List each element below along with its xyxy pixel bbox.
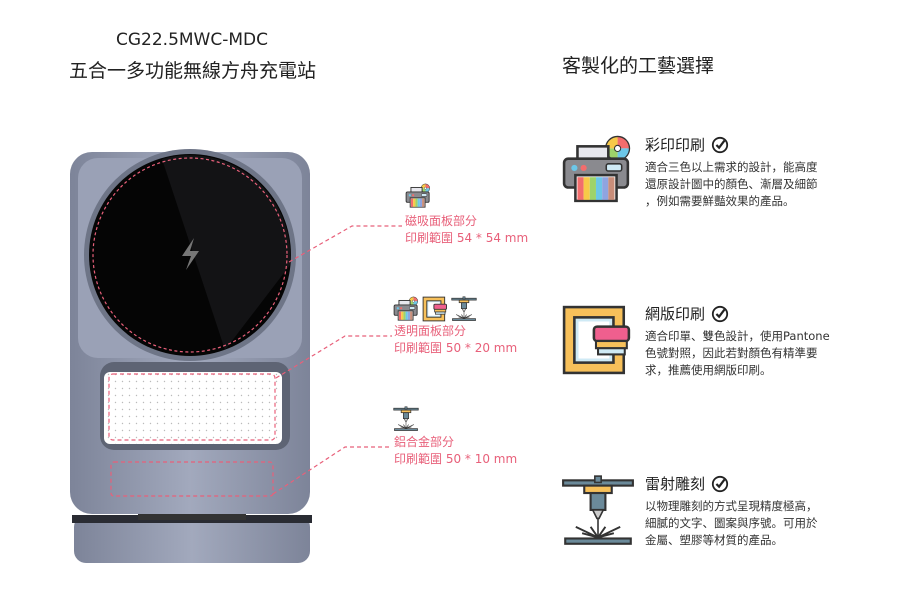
screen-print-icon — [422, 296, 448, 322]
area-name: 透明面板部分 — [394, 324, 467, 338]
craft-desc-line: 還原設計圖中的顏色、漸層及細節 — [645, 177, 818, 191]
craft-desc-line: 金屬、塑膠等材質的產品。 — [645, 533, 783, 547]
area-name: 磁吸面板部分 — [405, 214, 478, 228]
craft-title: 彩印印刷 — [645, 136, 706, 154]
craft-desc-line: 細膩的文字、圖案與序號。可用於 — [645, 516, 818, 530]
area-name: 鋁合金部分 — [394, 435, 455, 449]
color-printer-icon — [405, 183, 431, 209]
check-icon — [711, 475, 729, 493]
check-icon — [711, 136, 729, 154]
area-range: 印刷範圍 54 * 54 mm — [405, 231, 529, 245]
craft-desc-line: 以物理雕刻的方式呈現精度極高， — [645, 499, 818, 513]
area-range: 印刷範圍 50 * 10 mm — [394, 452, 518, 466]
craft-desc-line: ，例如需要鮮豔效果的產品。 — [645, 194, 795, 208]
craft-desc-line: 求，推薦使用網版印刷。 — [645, 363, 772, 377]
craft-laser-engrave: 雷射雕刻 以物理雕刻的方式呈現精度極高， 細膩的文字、圖案與序號。可用於 金屬、… — [645, 473, 845, 549]
craft-section-title: 客製化的工藝選擇 — [562, 55, 715, 77]
laser-engrave-icon — [561, 474, 635, 548]
laser-engrave-icon — [393, 406, 419, 432]
check-icon — [711, 305, 729, 323]
product-title: 五合一多功能無線方舟充電站 — [68, 60, 316, 82]
craft-color-print: 彩印印刷 適合三色以上需求的設計，能高度 還原設計圖中的顏色、漸層及細節 ，例如… — [645, 134, 845, 210]
craft-desc-line: 適合印單、雙色設計，使用Pantone — [645, 329, 830, 343]
color-printer-icon — [393, 296, 419, 322]
craft-title: 雷射雕刻 — [645, 475, 706, 493]
craft-screen-print: 網版印刷 適合印單、雙色設計，使用Pantone 色號對照，因此若對顏色有精準要… — [645, 303, 845, 379]
laser-engrave-icon — [451, 296, 477, 322]
area-range: 印刷範圍 50 * 20 mm — [394, 341, 518, 355]
product-model: CG22.5MWC-MDC — [115, 30, 268, 50]
craft-desc-line: 色號對照，因此若對顏色有精準要 — [645, 346, 818, 360]
craft-desc-line: 適合三色以上需求的設計，能高度 — [645, 160, 818, 174]
screen-print-icon — [561, 304, 633, 376]
color-printer-icon — [561, 134, 633, 206]
craft-title: 網版印刷 — [645, 305, 706, 323]
